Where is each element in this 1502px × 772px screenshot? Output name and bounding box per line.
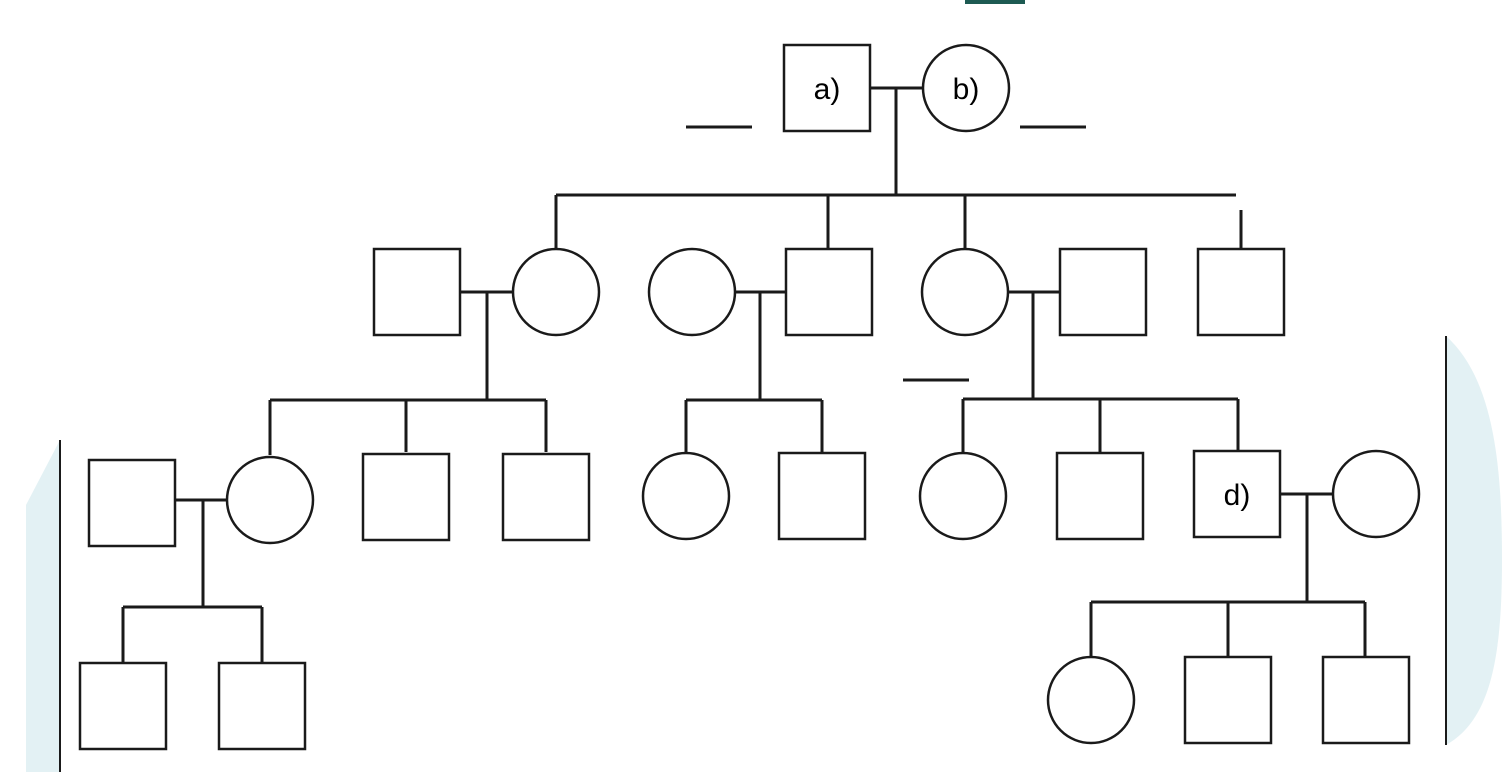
male-square — [1192, 449, 1282, 539]
male-square — [1196, 247, 1286, 337]
individual-label: c) — [953, 277, 978, 310]
individual-label: d) — [1224, 479, 1251, 512]
individual-female — [511, 247, 601, 337]
individual-female — [647, 247, 737, 337]
individuals: a) b) c) d) e) — [78, 43, 1421, 751]
individual-d-male: d) — [1192, 449, 1282, 539]
male-square — [361, 452, 451, 542]
female-circle — [511, 247, 601, 337]
background-decor — [26, 0, 1502, 772]
individual-c-female: c) — [920, 247, 1010, 337]
individual-male — [501, 452, 591, 542]
female-circle — [647, 247, 737, 337]
right-side-panel — [1446, 336, 1502, 745]
female-circle — [225, 455, 315, 545]
individual-label: b) — [953, 73, 980, 106]
male-square — [1183, 655, 1273, 745]
female-circle — [1331, 449, 1421, 539]
male-square — [1321, 655, 1411, 745]
individual-female — [1331, 449, 1421, 539]
individual-male — [784, 247, 874, 337]
corner-accent — [965, 0, 1025, 4]
answer-blanks — [686, 125, 1086, 382]
individual-male — [78, 661, 168, 751]
individual-label: e) — [1215, 685, 1242, 718]
female-circle — [918, 451, 1008, 541]
female-circle — [920, 247, 1010, 337]
individual-male — [372, 247, 462, 337]
individual-b-female: b) — [921, 43, 1011, 133]
female-circle — [921, 43, 1011, 133]
individual-e-male: e) — [1183, 655, 1273, 745]
individual-a-male: a) — [782, 43, 872, 133]
individual-female — [1046, 655, 1136, 745]
male-square — [501, 452, 591, 542]
male-square — [217, 661, 307, 751]
individual-male — [1196, 247, 1286, 337]
individual-male — [777, 451, 867, 541]
individual-label: a) — [814, 73, 841, 106]
left-side-panel — [26, 440, 60, 772]
pedigree-lines — [121, 86, 1367, 662]
individual-male — [87, 458, 177, 548]
male-square — [372, 247, 462, 337]
individual-female — [641, 451, 731, 541]
individual-male — [1055, 451, 1145, 541]
male-square — [784, 247, 874, 337]
male-square — [1055, 451, 1145, 541]
individual-female — [918, 451, 1008, 541]
individual-male — [361, 452, 451, 542]
male-square — [777, 451, 867, 541]
male-square — [78, 661, 168, 751]
male-square — [1058, 247, 1148, 337]
individual-male — [1321, 655, 1411, 745]
male-square — [782, 43, 872, 133]
female-circle — [641, 451, 731, 541]
male-square — [87, 458, 177, 548]
female-circle — [1046, 655, 1136, 745]
individual-male — [217, 661, 307, 751]
individual-female — [225, 455, 315, 545]
individual-male — [1058, 247, 1148, 337]
